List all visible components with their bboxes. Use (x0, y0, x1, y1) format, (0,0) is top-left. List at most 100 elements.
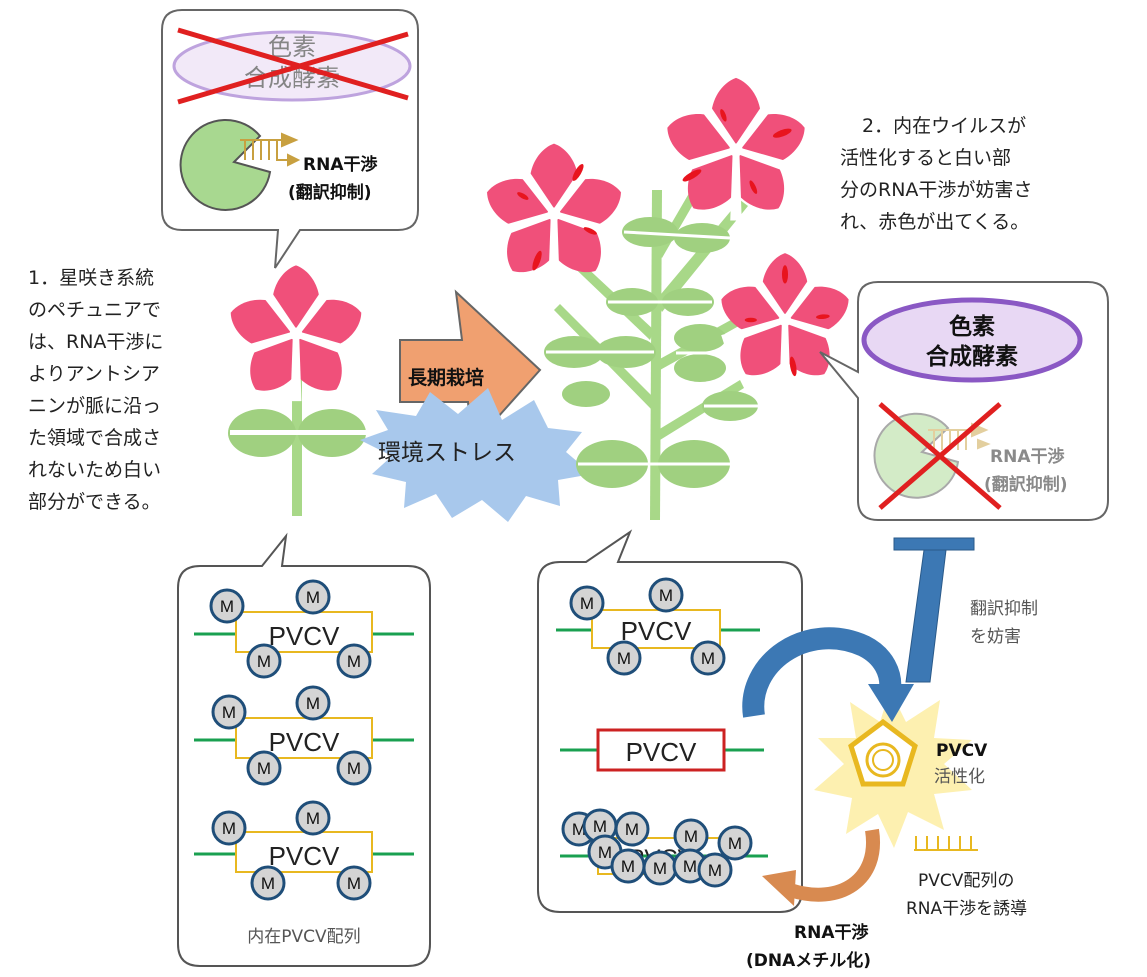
methyl-marker-icon: M (250, 865, 286, 901)
svg-text:M: M (347, 874, 361, 893)
methyl-marker-icon: M (606, 640, 642, 676)
step1-text: 1．星咲き系統 のペチュニアで は、RNA干渉に よりアントシア ニンが脈に沿っ… (28, 267, 163, 513)
svg-text:M: M (220, 597, 234, 616)
step1-line: よりアントシア (28, 363, 160, 385)
left-plant (223, 265, 370, 516)
svg-text:M: M (684, 827, 698, 846)
svg-text:M: M (708, 861, 722, 880)
methyl-marker-icon: M (569, 585, 605, 621)
svg-text:M: M (347, 652, 361, 671)
activation-line2: 活性化 (934, 767, 985, 787)
methyl-marker-icon: M (336, 643, 372, 679)
step2-line: 活性化すると白い部 (840, 147, 1011, 169)
svg-text:M: M (306, 809, 320, 828)
right-enzyme-line1: 色素 (949, 313, 995, 340)
left-rnai-line1: RNA干渉 (303, 154, 377, 175)
svg-text:M: M (728, 834, 742, 853)
rnai-comb-icon (914, 836, 978, 851)
methyl-marker-icon: M (295, 685, 331, 721)
pvcv-label: PVCV (269, 841, 340, 871)
red-spotted-flower-icon (659, 77, 813, 224)
methylated-pvcv-locus: PVCV M M M M (556, 577, 760, 676)
svg-text:M: M (347, 759, 361, 778)
left-dna-callout: PVCV M M M M PVCV M M M M PVCV M M M M 内… (177, 532, 431, 967)
pvcv-label: PVCV (621, 616, 692, 646)
stress-label: 環境ストレス (378, 440, 516, 466)
left-enzyme-line1: 色素 (268, 33, 316, 61)
inhibit-label-line2: を妨害 (970, 627, 1021, 647)
svg-text:M: M (598, 843, 612, 862)
right-enzyme-callout: 色素 合成酵素 RNA干渉 (翻訳抑制) (819, 281, 1109, 521)
right-enzyme-ellipse: 色素 合成酵素 (861, 297, 1083, 383)
left-enzyme-callout: 色素 合成酵素 RNA干渉 (翻訳抑制) (161, 9, 419, 269)
arrow-label: 長期栽培 (408, 366, 484, 389)
step1-line: ニンが脈に沿っ (28, 395, 161, 417)
remethylated-pvcv-locus: PVCV M M M M M M M M M M (560, 808, 768, 888)
methyl-marker-icon: M (295, 800, 331, 836)
right-enzyme-line2: 合成酵素 (926, 343, 1018, 370)
methyl-marker-icon: M (648, 577, 684, 613)
environmental-stress-burst: 環境ストレス (360, 388, 592, 522)
activated-pvcv-locus: PVCV (560, 728, 764, 772)
svg-text:M: M (701, 649, 715, 668)
right-rnai-line1: RNA干渉 (990, 446, 1064, 467)
left-cross-icon (177, 27, 409, 105)
svg-text:M: M (306, 588, 320, 607)
step1-line: た領域で合成さ (28, 427, 161, 449)
rnai-feedback-arrow-icon (762, 828, 880, 906)
svg-text:M: M (621, 857, 635, 876)
methyl-marker-icon: M (614, 811, 650, 847)
step1-line: 1．星咲き系統 (28, 267, 154, 289)
induce-line1: PVCV配列の (918, 871, 1014, 891)
methyl-marker-icon: M (697, 852, 733, 888)
methylated-pvcv-locus: PVCV M M M M (194, 800, 414, 901)
methyl-marker-icon: M (336, 750, 372, 786)
dna-methyl-line2: (DNAメチル化) (746, 950, 871, 971)
step2-line: れ、赤色が出てくる。 (840, 211, 1029, 233)
svg-text:M: M (222, 819, 236, 838)
step1-line: 部分ができる。 (28, 491, 161, 513)
pvcv-label: PVCV (269, 727, 340, 757)
left-rnai-line2: (翻訳抑制) (288, 182, 372, 203)
methyl-marker-icon: M (211, 694, 247, 730)
methyl-marker-icon: M (246, 750, 282, 786)
left-flower-icon (223, 265, 369, 404)
right-plant (479, 77, 856, 520)
svg-text:M: M (617, 649, 631, 668)
svg-text:M: M (261, 874, 275, 893)
svg-text:M: M (580, 594, 594, 613)
pvcv-particle-icon (848, 718, 918, 787)
methyl-marker-icon: M (295, 579, 331, 615)
red-spotted-flower-icon (479, 143, 629, 286)
svg-text:M: M (306, 694, 320, 713)
step2-line: 分のRNA干渉が妨害さ (840, 179, 1032, 201)
left-rnai-comb-icon (240, 132, 301, 167)
inhibit-label-line1: 翻訳抑制 (970, 599, 1038, 619)
svg-text:M: M (625, 820, 639, 839)
methyl-marker-icon: M (246, 643, 282, 679)
svg-text:M: M (683, 857, 697, 876)
step1-line: は、RNA干渉に (28, 331, 163, 353)
left-pacman-icon (179, 118, 272, 211)
inhibition-bar-icon (893, 537, 975, 683)
pvcv-label: PVCV (626, 737, 697, 767)
right-pacman-icon (873, 412, 991, 499)
methylated-pvcv-locus: PVCV M M M M (194, 579, 414, 679)
methyl-marker-icon: M (717, 825, 753, 861)
svg-text:M: M (572, 820, 586, 839)
svg-text:M: M (593, 817, 607, 836)
step1-line: のペチュニアで (28, 299, 161, 321)
pvcv-activation-glow (814, 690, 972, 848)
step1-line: れないため白い (28, 459, 161, 481)
induce-line2: RNA干渉を誘導 (906, 899, 1027, 919)
methyl-marker-icon: M (673, 818, 709, 854)
activation-line1: PVCV (936, 741, 988, 761)
pvcv-label: PVCV (269, 621, 340, 651)
methyl-marker-icon: M (642, 850, 678, 886)
long-cultivation-arrow: 長期栽培 (399, 289, 542, 449)
methyl-marker-icon: M (211, 810, 247, 846)
svg-text:M: M (653, 859, 667, 878)
svg-text:M: M (257, 652, 271, 671)
step2-text: 2．内在ウイルスが 活性化すると白い部 分のRNA干渉が妨害さ れ、赤色が出てく… (840, 115, 1032, 233)
